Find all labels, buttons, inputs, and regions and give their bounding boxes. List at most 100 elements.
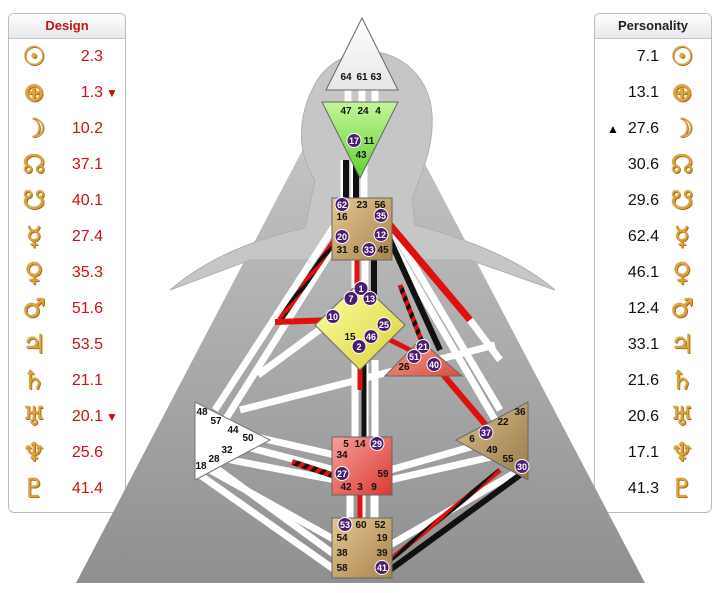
gate-throat[interactable]: 31 — [336, 245, 348, 256]
design-row: ⊕1.3▼ — [9, 76, 125, 110]
personality-row: ☉7.1 — [595, 40, 711, 74]
gate-sacral[interactable]: 3 — [357, 482, 363, 493]
gate-number: 30 — [517, 462, 527, 472]
gate-number: 40 — [429, 360, 439, 370]
gate-head[interactable]: 64 — [340, 72, 352, 83]
design-value: 40.1 — [71, 192, 103, 209]
gate-spleen[interactable]: 48 — [196, 407, 208, 418]
gate-sacral[interactable]: 27 — [334, 466, 350, 481]
gate-solar_plexus[interactable]: 36 — [514, 407, 526, 418]
design-row: ☽10.2 — [9, 112, 125, 146]
personality-value: 27.6 — [627, 120, 659, 137]
gate-activation-circle — [374, 560, 390, 575]
earth-icon: ⊕ — [671, 78, 693, 108]
gate-throat[interactable]: 23 — [356, 200, 368, 211]
gate-spleen[interactable]: 44 — [227, 425, 239, 436]
gate-g[interactable]: 10 — [325, 309, 341, 324]
gate-number: 21 — [418, 342, 428, 352]
gate-solar_plexus[interactable]: 30 — [514, 459, 530, 474]
gate-g[interactable]: 7 — [343, 291, 359, 306]
gate-sacral[interactable]: 5 — [343, 439, 349, 450]
gate-root[interactable]: 60 — [355, 520, 367, 531]
design-panel: Design ☉2.3⊕1.3▼☽10.2☊37.1☋40.1☿27.4♀35.… — [8, 13, 126, 513]
gate-head[interactable]: 63 — [370, 72, 382, 83]
gate-solar_plexus[interactable]: 37 — [478, 425, 494, 440]
gate-root[interactable]: 52 — [374, 520, 386, 531]
gate-number: 44 — [227, 425, 239, 436]
gate-g[interactable]: 13 — [362, 291, 378, 306]
design-value: 37.1 — [71, 156, 103, 173]
gate-throat[interactable]: 56 — [374, 200, 386, 211]
gate-g[interactable]: 1 — [353, 281, 369, 296]
gate-root[interactable]: 54 — [336, 533, 348, 544]
gate-throat[interactable]: 8 — [353, 245, 359, 256]
gate-solar_plexus[interactable]: 49 — [486, 445, 498, 456]
design-row: ♄21.1 — [9, 364, 125, 398]
gate-spleen[interactable]: 18 — [195, 461, 207, 472]
gate-g[interactable]: 15 — [344, 332, 356, 343]
gate-spleen[interactable]: 50 — [242, 433, 254, 444]
personality-value: 33.1 — [627, 336, 659, 353]
gate-root[interactable]: 19 — [376, 533, 388, 544]
gate-g[interactable]: 25 — [376, 317, 392, 332]
gate-throat[interactable]: 33 — [361, 242, 377, 257]
gate-throat[interactable]: 20 — [334, 229, 350, 244]
uranus-icon: ♅ — [670, 402, 694, 432]
gate-number: 31 — [336, 245, 348, 256]
gate-g[interactable]: 46 — [363, 329, 379, 344]
gate-number: 47 — [340, 106, 352, 117]
gate-ajna[interactable]: 24 — [357, 106, 369, 117]
gate-ajna[interactable]: 17 — [346, 133, 362, 148]
gate-ajna[interactable]: 4 — [375, 106, 381, 117]
personality-row: ⊕13.1 — [595, 76, 711, 110]
gate-number: 11 — [364, 136, 375, 147]
heart-center — [383, 339, 464, 377]
gate-root[interactable]: 58 — [336, 563, 348, 574]
gate-solar_plexus[interactable]: 55 — [502, 454, 514, 465]
personality-value: 46.1 — [627, 264, 659, 281]
triangle-up-icon: ▲ — [607, 122, 619, 136]
gate-throat[interactable]: 45 — [377, 245, 389, 256]
gate-ajna[interactable]: 47 — [340, 106, 352, 117]
gate-solar_plexus[interactable]: 22 — [497, 417, 509, 428]
personality-row: ☽27.6▲ — [595, 112, 711, 146]
gate-heart[interactable]: 40 — [426, 357, 442, 372]
gate-activation-circle — [369, 436, 385, 451]
gate-throat[interactable]: 35 — [373, 208, 389, 223]
gate-g[interactable]: 2 — [351, 339, 367, 354]
gate-solar_plexus[interactable]: 6 — [469, 434, 475, 445]
gate-sacral[interactable]: 14 — [354, 439, 366, 450]
north-node-icon: ☊ — [22, 150, 46, 180]
gate-root[interactable]: 39 — [376, 548, 388, 559]
gate-throat[interactable]: 16 — [336, 212, 348, 223]
gate-number: 33 — [364, 245, 374, 255]
uranus-icon: ♅ — [22, 402, 46, 432]
gate-throat[interactable]: 12 — [373, 227, 389, 242]
gate-sacral[interactable]: 9 — [371, 482, 377, 493]
gate-heart[interactable]: 21 — [415, 339, 431, 354]
gate-root[interactable]: 38 — [336, 548, 348, 559]
gate-heart[interactable]: 51 — [406, 349, 422, 364]
gate-number: 54 — [336, 533, 348, 544]
gate-head[interactable]: 61 — [356, 72, 368, 83]
gate-heart[interactable]: 26 — [398, 362, 410, 373]
design-value: 41.4 — [71, 480, 103, 497]
gate-throat[interactable]: 62 — [334, 197, 350, 212]
gate-sacral[interactable]: 34 — [336, 450, 348, 461]
gate-spleen[interactable]: 28 — [208, 454, 220, 465]
gate-number: 29 — [372, 439, 382, 449]
gate-root[interactable]: 53 — [337, 517, 353, 532]
gate-spleen[interactable]: 32 — [221, 445, 233, 456]
gate-ajna[interactable]: 11 — [364, 136, 375, 147]
gate-ajna[interactable]: 43 — [355, 150, 367, 161]
personality-value: 30.6 — [627, 156, 659, 173]
gate-sacral[interactable]: 42 — [340, 482, 352, 493]
gate-sacral[interactable]: 29 — [369, 436, 385, 451]
gate-number: 19 — [376, 533, 388, 544]
gate-number: 34 — [336, 450, 348, 461]
gate-spleen[interactable]: 57 — [210, 416, 222, 427]
gate-number: 32 — [221, 445, 233, 456]
gate-root[interactable]: 41 — [374, 560, 390, 575]
gate-sacral[interactable]: 59 — [377, 469, 389, 480]
gate-number: 53 — [340, 520, 350, 530]
